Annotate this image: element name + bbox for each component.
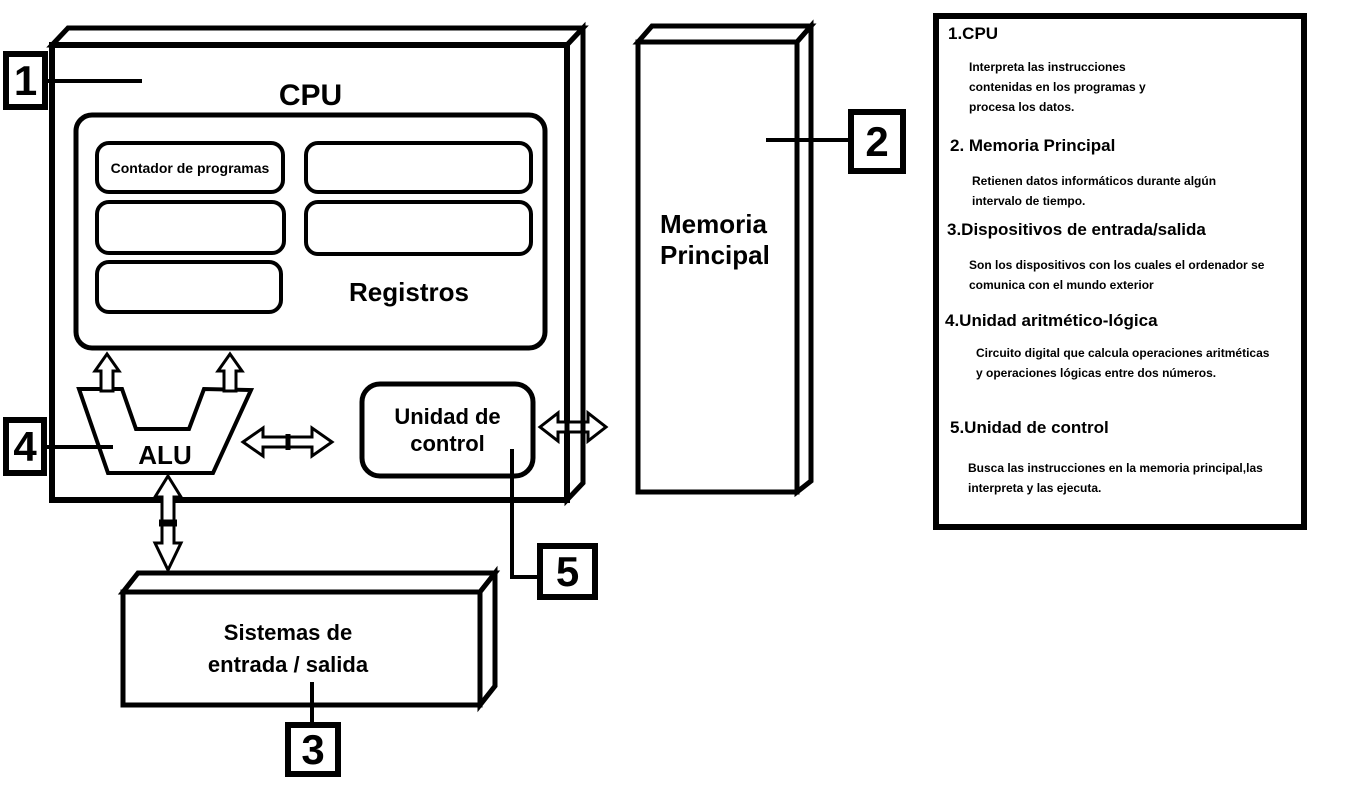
legend-item-4-body: Circuito digital que calcula operaciones…	[976, 346, 1270, 380]
main-memory-label: Memoria Principal	[660, 209, 770, 270]
legend-panel: 1.CPU Interpreta las instrucciones conte…	[933, 13, 1307, 530]
callout-1-box: 1	[3, 51, 48, 110]
memory-box-front-face	[635, 39, 800, 495]
alu-label: ALU	[138, 440, 192, 470]
control-unit-label: Unidad de control	[394, 403, 501, 457]
register-box-4	[95, 260, 283, 314]
register-box-1	[304, 141, 533, 194]
cpu-label: CPU	[278, 79, 343, 112]
legend-item-3-title: 3.Dispositivos de entrada/salida	[947, 220, 1206, 239]
cpu-memory-arrow	[537, 409, 609, 445]
callout-5-line	[510, 449, 540, 579]
register-box-2	[95, 200, 286, 255]
alu-registers-arrow-left	[92, 351, 122, 393]
legend-item-1-title: 1.CPU	[948, 24, 999, 43]
callout-4-number: 4	[13, 422, 37, 470]
io-box-top-face	[117, 570, 501, 595]
legend-item-3-body: Son los dispositivos con los cuales el o…	[969, 258, 1265, 292]
register-box-3	[304, 200, 533, 256]
alu-registers-arrow-right	[215, 351, 245, 393]
callout-4-box: 4	[3, 417, 47, 476]
callout-3-box: 3	[285, 722, 341, 777]
legend-item-5-title: 5.Unidad de control	[950, 418, 1109, 437]
callout-2-number: 2	[865, 117, 889, 165]
registers-label: Registros	[349, 277, 469, 307]
program-counter-box	[95, 141, 285, 194]
legend-item-5-body: Busca las instrucciones en la memoria pr…	[968, 461, 1263, 495]
callout-1-number: 1	[13, 56, 38, 104]
callout-5-number: 5	[555, 547, 580, 595]
control-unit-box	[359, 381, 536, 479]
program-counter-label: Contador de programas	[110, 159, 270, 176]
legend-item-2-title: 2. Memoria Principal	[950, 136, 1116, 155]
legend-item-4-title: 4.Unidad aritmético-lógica	[945, 311, 1158, 330]
legend-item-1-body: Interpreta las instrucciones contenidas …	[969, 60, 1146, 114]
callout-3-number: 3	[301, 725, 325, 773]
callout-2-box: 2	[848, 109, 906, 174]
alu-shape	[76, 386, 255, 475]
callout-5-box: 5	[537, 543, 598, 600]
io-label: Sistemas de entrada / salida	[207, 619, 369, 677]
legend-item-2-body: Retienen datos informáticos durante algú…	[972, 174, 1217, 208]
io-box-front-face	[120, 589, 483, 708]
